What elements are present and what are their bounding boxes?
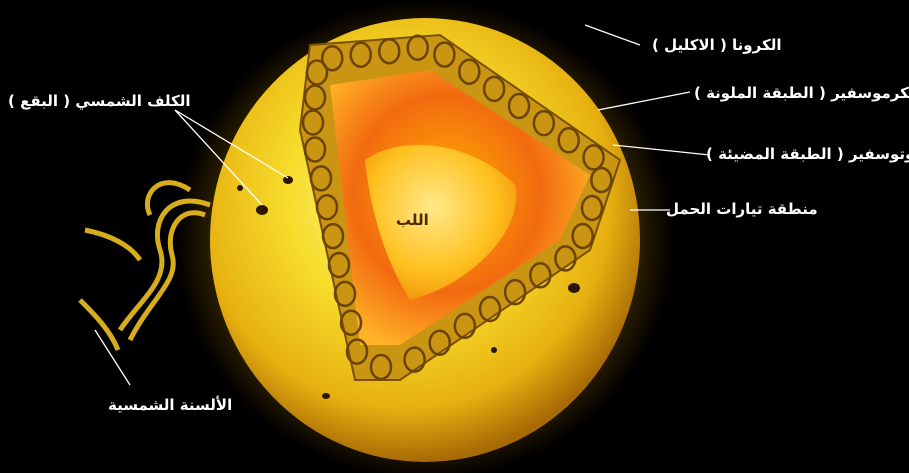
label-sunspots: الكلف الشمسي ( البقع ) — [8, 92, 191, 110]
sunspot — [237, 185, 243, 191]
label-chromosphere: الكرموسفير ( الطبقة الملونة ) — [694, 84, 909, 102]
sunspot — [322, 393, 330, 399]
label-photosphere: الفوتوسفير ( الطبقة المضيئة ) — [706, 145, 909, 163]
sunspot — [283, 176, 293, 184]
label-corona: الكرونا ( الاكليل ) — [652, 36, 781, 54]
sunspot — [568, 283, 580, 293]
label-core: اللب — [396, 211, 429, 229]
label-prominences: الألسنة الشمسية — [108, 396, 232, 414]
sunspot — [256, 205, 268, 215]
sunspot — [491, 347, 497, 353]
label-convection-zone: منطقة تيارات الحمل — [666, 200, 818, 218]
